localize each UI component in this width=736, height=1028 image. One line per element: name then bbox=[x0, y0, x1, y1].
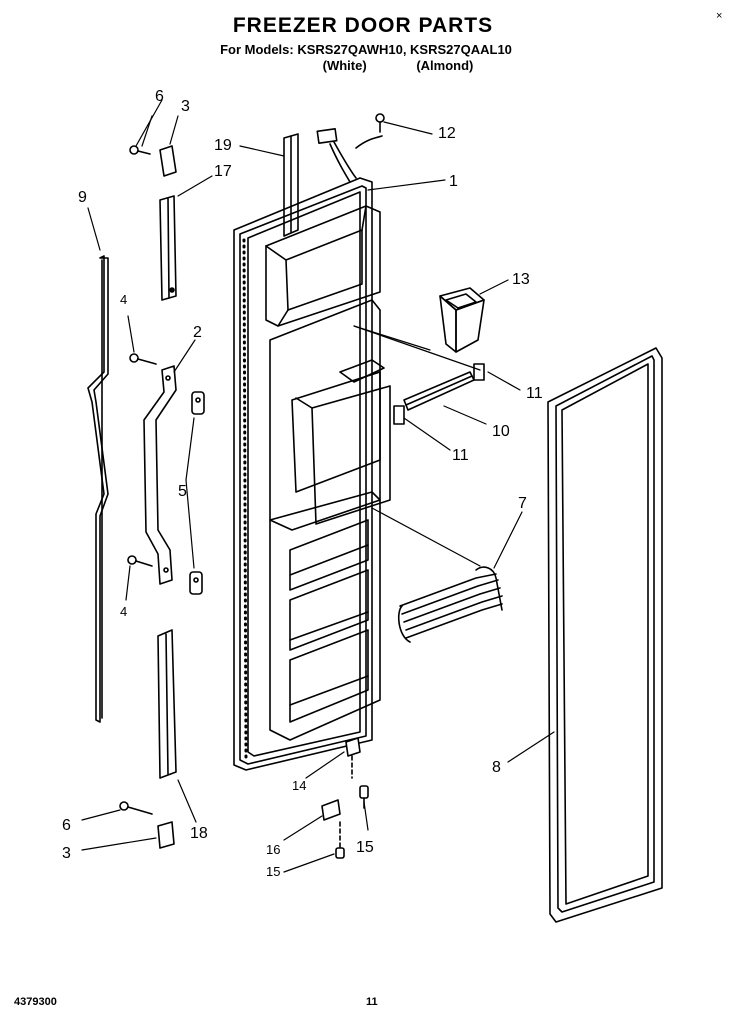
leader-lines bbox=[81, 99, 555, 873]
callout-4-bottom: 4 bbox=[120, 604, 127, 619]
page-title: FREEZER DOOR PARTS bbox=[232, 14, 494, 37]
part-2-handle bbox=[143, 365, 177, 585]
callout-4-top: 4 bbox=[120, 292, 127, 307]
callout-9: 9 bbox=[78, 189, 87, 206]
part-door-liner bbox=[233, 177, 391, 771]
page-number: 11 bbox=[366, 996, 378, 1008]
callout-15-left: 15 bbox=[266, 864, 280, 879]
part-8-gasket bbox=[547, 347, 663, 923]
corner-mark: × bbox=[716, 10, 723, 22]
color-variants: (White) (Almond) bbox=[0, 58, 736, 73]
diagram-header: FREEZER DOOR PARTS For Models: KSRS27QAW… bbox=[0, 14, 736, 73]
callout-18: 18 bbox=[190, 825, 208, 842]
part-7-heater bbox=[397, 566, 503, 643]
part-9-strip bbox=[87, 255, 109, 723]
callout-7: 7 bbox=[518, 495, 527, 512]
callout-3-top: 3 bbox=[181, 98, 190, 115]
part-13-ice-chute bbox=[439, 287, 485, 353]
callout-13: 13 bbox=[512, 271, 530, 288]
callout-10: 10 bbox=[492, 423, 510, 440]
part-17-cover bbox=[159, 195, 177, 301]
callout-16: 16 bbox=[266, 842, 280, 857]
part-10-trim-rail bbox=[393, 363, 485, 425]
part-screws bbox=[119, 145, 177, 849]
model-list: For Models: KSRS27QAWH10, KSRS27QAAL10 bbox=[220, 42, 512, 57]
part-12-harness bbox=[316, 113, 385, 183]
callout-3-bottom: 3 bbox=[62, 845, 71, 862]
callout-17: 17 bbox=[214, 163, 232, 180]
callout-labels: 1 2 3 3 4 4 5 6 6 7 8 9 10 11 11 12 13 1… bbox=[62, 88, 543, 879]
callout-14: 14 bbox=[292, 778, 306, 793]
callout-11-top: 11 bbox=[526, 385, 543, 402]
color-white-label: (White) bbox=[322, 58, 367, 73]
callout-11-bottom: 11 bbox=[452, 447, 469, 464]
callout-6-bottom: 6 bbox=[62, 817, 71, 834]
part-18-cover bbox=[157, 629, 177, 779]
callout-6-top: 6 bbox=[155, 88, 164, 105]
callout-8: 8 bbox=[492, 759, 501, 776]
callout-2: 2 bbox=[193, 324, 202, 341]
callout-1: 1 bbox=[449, 173, 458, 190]
part-19-strip bbox=[283, 133, 299, 237]
document-number: 4379300 bbox=[14, 996, 57, 1008]
callout-5: 5 bbox=[178, 483, 187, 500]
part-5-mounts bbox=[189, 391, 205, 595]
callout-12: 12 bbox=[438, 125, 456, 142]
color-almond-label: (Almond) bbox=[416, 58, 474, 73]
callout-19: 19 bbox=[214, 137, 232, 154]
callout-15-right: 15 bbox=[356, 839, 374, 856]
part-hinge bbox=[321, 737, 369, 859]
